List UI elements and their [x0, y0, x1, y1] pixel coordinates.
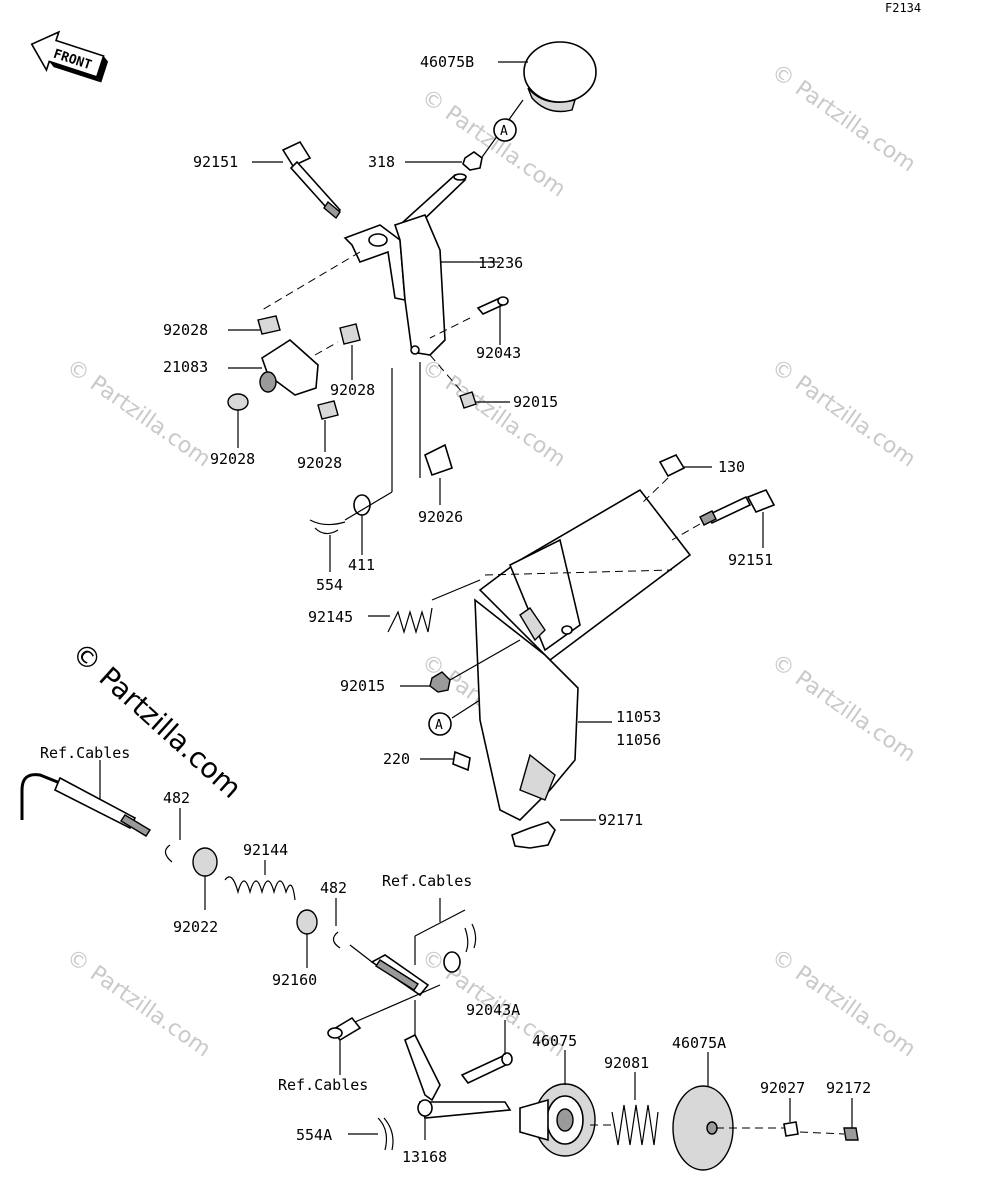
- cover-11053: [474, 488, 692, 821]
- label-92043a: 92043A: [466, 1001, 520, 1019]
- label-318: 318: [368, 153, 395, 171]
- label-ref-cables-bottom: Ref.Cables: [278, 1076, 368, 1094]
- label-92081: 92081: [604, 1054, 649, 1072]
- washer-92022: [192, 847, 218, 877]
- watermark: © Partzilla.com: [767, 649, 920, 767]
- diagram-code: F2134: [885, 1, 921, 15]
- watermark: © Partzilla.com: [767, 59, 920, 177]
- label-92151-top: 92151: [193, 153, 238, 171]
- label-11053: 11053: [616, 708, 661, 726]
- label-46075a: 46075A: [672, 1034, 726, 1052]
- label-11056: 11056: [616, 731, 661, 749]
- lever-bracket-13236: [343, 214, 446, 356]
- nut-318: [462, 151, 483, 171]
- label-554: 554: [316, 576, 343, 594]
- link-plate: [370, 954, 430, 997]
- watermark: © Partzilla.com: [767, 944, 920, 1062]
- cotter-pin-554: [309, 519, 346, 535]
- pin-92043: [476, 296, 509, 315]
- label-130: 130: [718, 458, 745, 476]
- label-ref-cables-mid: Ref.Cables: [382, 872, 472, 890]
- cotter-pin-554a: [377, 1117, 394, 1151]
- label-92043: 92043: [476, 344, 521, 362]
- block-21083: [259, 338, 319, 396]
- label-92015-top: 92015: [513, 393, 558, 411]
- label-92015-mid: 92015: [340, 677, 385, 695]
- label-92144: 92144: [243, 841, 288, 859]
- knob-46075b: [523, 41, 597, 113]
- label-92028-a: 92028: [163, 321, 208, 339]
- callout-letter: A: [435, 718, 443, 733]
- label-92151-right: 92151: [728, 551, 773, 569]
- label-21083: 21083: [163, 358, 208, 376]
- label-46075: 46075: [532, 1032, 577, 1050]
- label-92028-c: 92028: [210, 450, 255, 468]
- bushing-92028-b: [339, 323, 361, 345]
- e-clip-482-left: [164, 844, 173, 863]
- bushing-92028-a: [257, 315, 281, 335]
- front-arrow-icon: FRONT: [30, 30, 109, 83]
- cable-end: [20, 773, 151, 837]
- e-clip-482-mid: [332, 931, 341, 949]
- washer-92028-c: [227, 393, 249, 411]
- label-ref-cables-left: Ref.Cables: [40, 744, 130, 762]
- label-92145: 92145: [308, 608, 353, 626]
- label-220: 220: [383, 750, 410, 768]
- watermarks: © Partzilla.com © Partzilla.com © Partzi…: [62, 59, 920, 1062]
- pin-92043a: [460, 1052, 513, 1085]
- bushing-92028-d: [317, 400, 339, 420]
- watermark-large: © Partzilla.com: [65, 636, 248, 805]
- clip-92171: [511, 821, 556, 849]
- callout-a-top: A: [493, 118, 517, 142]
- screw-220: [452, 750, 471, 772]
- label-92026: 92026: [418, 508, 463, 526]
- clip-92026: [424, 443, 453, 477]
- watermark: © Partzilla.com: [62, 944, 215, 1062]
- spring-92081: [611, 1104, 659, 1146]
- callout-a-mid: A: [428, 712, 452, 736]
- label-92028-b: 92028: [330, 381, 375, 399]
- spring-92145: [387, 607, 433, 635]
- pin-92027: [783, 1121, 799, 1137]
- label-92160: 92160: [272, 971, 317, 989]
- callout-letter: A: [500, 124, 508, 139]
- label-482-left: 482: [163, 789, 190, 807]
- watermark: © Partzilla.com: [767, 354, 920, 472]
- label-92022: 92022: [173, 918, 218, 936]
- label-411: 411: [348, 556, 375, 574]
- bolt-130: [658, 453, 686, 478]
- bolt-92151-top: [281, 140, 342, 220]
- label-46075b: 46075B: [420, 53, 474, 71]
- roller-46075: [519, 1083, 596, 1157]
- label-13236: 13236: [478, 254, 523, 272]
- label-92172: 92172: [826, 1079, 871, 1097]
- label-482-mid: 482: [320, 879, 347, 897]
- label-92171: 92171: [598, 811, 643, 829]
- label-554a: 554A: [296, 1126, 332, 1144]
- washer-ref-cables: [443, 951, 461, 973]
- washer-411: [353, 494, 371, 516]
- cotter-pin-ref-cables: [464, 923, 477, 953]
- screw-92172: [843, 1127, 859, 1141]
- pin-ref-cables: [327, 1016, 362, 1042]
- collar-92160: [296, 909, 318, 935]
- shift-lever-13168: [404, 1033, 512, 1119]
- label-92027: 92027: [760, 1079, 805, 1097]
- label-92028-d: 92028: [297, 454, 342, 472]
- damper-46075a: [672, 1085, 734, 1171]
- label-13168: 13168: [402, 1148, 447, 1166]
- spring-92144: [224, 876, 296, 901]
- nut-92015-top: [459, 391, 477, 409]
- bolt-92151-right: [699, 488, 776, 526]
